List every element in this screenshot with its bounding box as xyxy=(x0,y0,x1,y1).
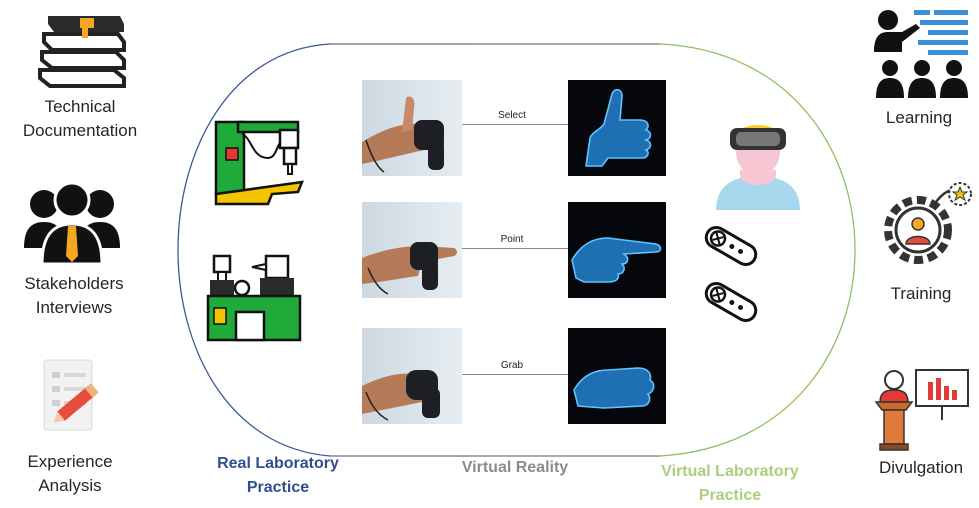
gesture-label-select: Select xyxy=(498,110,526,121)
connector-grab xyxy=(462,374,568,375)
books-icon xyxy=(38,16,126,88)
gesture-label-point: Point xyxy=(500,234,524,245)
milling-machine-icon xyxy=(214,120,304,206)
business-people-icon xyxy=(24,181,120,264)
learning-label: Learning xyxy=(885,108,953,127)
gear-person-star-icon xyxy=(884,182,972,264)
gesture-label-grab: Grab xyxy=(500,360,524,371)
connector-select xyxy=(462,124,568,125)
controller-photo-grab xyxy=(362,328,462,424)
lathe-machine-icon xyxy=(206,254,302,342)
document-pencil-icon xyxy=(43,359,99,431)
controller-photo-point xyxy=(362,202,462,298)
hologram-hand-pointing xyxy=(568,202,666,298)
controller-photo-select xyxy=(362,80,462,176)
connector-point xyxy=(462,248,568,249)
vr-controller-icon xyxy=(704,226,758,266)
hologram-hand-thumbs-up xyxy=(568,80,666,176)
vr-headset-avatar-icon xyxy=(716,125,800,210)
hologram-hand-fist xyxy=(568,328,666,424)
divulgation-label: Divulgation xyxy=(878,458,964,477)
training-label: Training xyxy=(890,284,952,303)
virtual-reality-label: Virtual Reality xyxy=(461,459,569,476)
classroom-presentation-icon xyxy=(874,10,968,98)
speaker-podium-chart-icon xyxy=(874,369,969,451)
vr-controller-icon xyxy=(704,282,758,322)
